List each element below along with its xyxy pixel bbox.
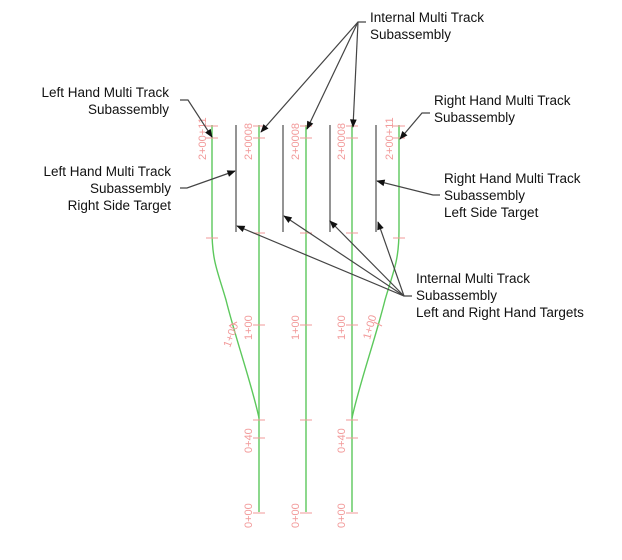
leader-internal-targets-2	[283, 215, 405, 297]
callout-line: Subassembly	[434, 110, 516, 125]
callout-right-hand-target: Right Hand Multi Track Subassembly Left …	[444, 170, 581, 221]
station-label-t1-100: 1+00	[243, 315, 255, 340]
leader-internal-targets-1	[236, 225, 412, 297]
station-label-t2-top: 2+0008	[290, 123, 302, 160]
leader-internal-top-2	[306, 21, 359, 130]
station-label-rh-top: 2+00+11	[384, 117, 396, 160]
leader-right-hand	[399, 112, 430, 140]
callout-left-hand: Left Hand Multi Track Subassembly	[41, 84, 169, 118]
callout-line: Right Hand Multi Track	[444, 171, 581, 186]
station-label-t3-100: 1+00	[336, 315, 348, 340]
leader-left-hand	[180, 99, 213, 138]
station-label-t2-100: 1+00	[290, 315, 302, 340]
station-label-t2-0: 0+00	[290, 503, 302, 528]
leader-internal-targets-4	[377, 221, 405, 297]
callout-line: Right Side Target	[67, 198, 171, 213]
station-label-rh-100: 1+00	[361, 314, 379, 341]
station-label-t1-40: 0+40	[243, 428, 255, 453]
alignment-right-hand	[351, 125, 400, 419]
callout-line: Subassembly	[89, 181, 171, 196]
station-label-t3-40: 0+40	[336, 428, 348, 453]
leader-internal-targets-3	[329, 220, 405, 297]
station-label-t3-top: 2+0008	[336, 123, 348, 160]
leader-lines	[180, 21, 440, 297]
target-lines	[235, 125, 377, 232]
alignment-left-hand	[211, 125, 260, 419]
callout-line: Subassembly	[370, 27, 452, 42]
callout-line: Left Side Target	[444, 205, 539, 220]
leader-left-hand-target	[180, 170, 236, 189]
callout-right-hand: Right Hand Multi Track Subassembly	[434, 92, 571, 126]
callout-line: Right Hand Multi Track	[434, 93, 571, 108]
callout-line: Left Hand Multi Track	[43, 164, 171, 179]
station-label-t1-top: 2+0008	[243, 123, 255, 160]
callout-left-hand-target: Left Hand Multi Track Subassembly Right …	[43, 163, 171, 214]
callout-line: Left and Right Hand Targets	[416, 305, 584, 320]
callout-line: Subassembly	[87, 102, 169, 117]
callout-internal-targets: Internal Multi Track Subassembly Left an…	[416, 270, 584, 321]
callout-line: Subassembly	[416, 288, 498, 303]
alignments	[211, 125, 400, 512]
station-labels: 2+00+11 2+0008 2+0008 2+0008 2+00+11 1+0…	[197, 117, 396, 528]
leader-right-hand-target	[376, 179, 440, 196]
callout-line: Internal Multi Track	[416, 271, 531, 286]
callout-line: Left Hand Multi Track	[41, 85, 169, 100]
station-label-t1-0: 0+00	[243, 503, 255, 528]
callout-internal-top: Internal Multi Track Subassembly	[370, 9, 484, 43]
callout-line: Subassembly	[444, 188, 526, 203]
leader-internal-top-3	[350, 21, 359, 128]
station-label-t3-0: 0+00	[336, 503, 348, 528]
callout-line: Internal Multi Track	[370, 10, 485, 25]
